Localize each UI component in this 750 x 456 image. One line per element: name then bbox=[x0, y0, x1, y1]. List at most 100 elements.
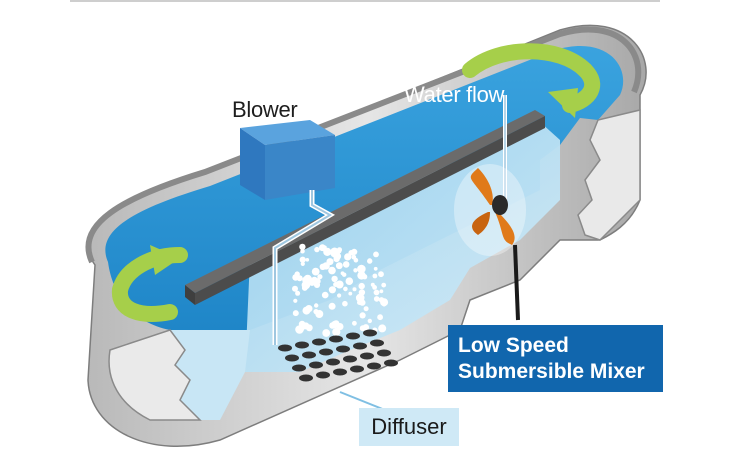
water-surface bbox=[105, 46, 624, 331]
air-bubble bbox=[322, 245, 327, 250]
air-bubble bbox=[335, 262, 343, 270]
air-bubble bbox=[314, 246, 320, 253]
diffuser-disc bbox=[377, 349, 391, 357]
air-bubble bbox=[357, 264, 366, 274]
diffuser-disc bbox=[353, 342, 367, 350]
air-bubble bbox=[373, 266, 378, 271]
air-bubble bbox=[373, 296, 380, 302]
water-flow-label: Water flow bbox=[404, 82, 505, 107]
air-bubble bbox=[299, 243, 306, 251]
air-bubble bbox=[328, 266, 336, 275]
diffuser-disc bbox=[319, 348, 333, 356]
air-bubble bbox=[357, 271, 366, 280]
diffuser-disc bbox=[302, 351, 316, 359]
diffuser-grid-icon bbox=[278, 329, 398, 382]
diffuser-disc bbox=[370, 339, 384, 347]
air-bubble bbox=[353, 268, 358, 273]
air-bubble bbox=[296, 275, 303, 282]
air-bubble bbox=[328, 286, 336, 294]
air-bubble bbox=[378, 324, 387, 333]
diffuser-disc bbox=[363, 329, 377, 337]
air-bubble bbox=[373, 251, 379, 258]
diffuser-pointer bbox=[339, 391, 386, 411]
air-bubble bbox=[378, 297, 385, 303]
air-bubble bbox=[348, 291, 353, 296]
diffuser-label: Diffuser bbox=[359, 408, 459, 446]
air-bubble bbox=[342, 300, 348, 307]
air-bubble bbox=[319, 263, 326, 270]
air-bubble bbox=[313, 309, 319, 315]
diffuser-disc bbox=[278, 344, 292, 352]
air-bubble bbox=[333, 256, 340, 263]
air-bubble bbox=[330, 247, 339, 257]
air-bubbles-icon bbox=[292, 243, 389, 337]
air-bubble bbox=[302, 306, 311, 315]
diffuser-disc bbox=[316, 371, 330, 379]
air-bubble bbox=[300, 248, 305, 254]
diffuser-disc bbox=[312, 338, 326, 346]
air-bubble bbox=[367, 318, 372, 324]
air-pipe bbox=[272, 190, 335, 345]
blower-box-icon bbox=[240, 120, 335, 200]
blower-label: Blower bbox=[232, 97, 298, 122]
air-bubble bbox=[342, 261, 350, 268]
air-bubble bbox=[292, 310, 299, 317]
diffuser-disc bbox=[384, 359, 398, 367]
air-bubble bbox=[301, 285, 308, 291]
air-bubble bbox=[300, 261, 305, 266]
air-bubble bbox=[381, 302, 387, 307]
diffuser-disc bbox=[346, 332, 360, 340]
air-bubble bbox=[358, 289, 366, 296]
diffuser-disc bbox=[292, 364, 306, 372]
air-bubble bbox=[372, 273, 378, 279]
air-bubble bbox=[381, 282, 387, 288]
diffuser-disc bbox=[299, 374, 313, 382]
diffuser-disc bbox=[309, 361, 323, 369]
air-bubble bbox=[328, 302, 336, 310]
air-bubble bbox=[293, 298, 298, 303]
air-bubble bbox=[323, 247, 332, 256]
air-bubble bbox=[352, 287, 357, 292]
mixer-label-line2: Submersible Mixer bbox=[458, 359, 645, 383]
air-bubble bbox=[370, 282, 375, 287]
air-bubble bbox=[335, 280, 344, 289]
air-bubble bbox=[295, 290, 301, 296]
diffuser-disc bbox=[329, 335, 343, 343]
diffuser-disc bbox=[343, 355, 357, 363]
air-bubble bbox=[331, 275, 338, 283]
air-bubble bbox=[347, 277, 352, 282]
air-bubble bbox=[344, 253, 352, 261]
mixer-label: Low Speed Submersible Mixer bbox=[448, 325, 663, 392]
air-bubble bbox=[367, 258, 373, 264]
diffuser-disc bbox=[367, 362, 381, 370]
air-bubble bbox=[332, 327, 341, 337]
air-bubble bbox=[299, 256, 306, 263]
air-bubble bbox=[311, 267, 320, 276]
air-bubble bbox=[305, 324, 313, 332]
air-bubble bbox=[292, 285, 298, 292]
mixer-propeller-icon bbox=[454, 164, 526, 321]
air-bubble bbox=[337, 293, 342, 298]
air-bubble bbox=[322, 329, 331, 337]
air-bubble bbox=[303, 274, 312, 284]
air-bubble bbox=[379, 289, 384, 294]
diffuser-disc bbox=[360, 352, 374, 360]
air-bubble bbox=[377, 314, 383, 321]
air-bubble bbox=[314, 303, 319, 308]
flow-arrow-icon bbox=[111, 43, 601, 322]
diffuser-label-text: Diffuser bbox=[371, 414, 447, 439]
diffuser-disc bbox=[333, 368, 347, 376]
air-bubble bbox=[329, 322, 336, 329]
air-bubble bbox=[359, 312, 366, 319]
air-bubble bbox=[340, 271, 345, 276]
air-bubble bbox=[358, 282, 365, 290]
diffuser-disc bbox=[295, 341, 309, 349]
diffuser-disc bbox=[326, 358, 340, 366]
air-bubble bbox=[313, 278, 317, 282]
air-bubble bbox=[305, 258, 310, 262]
air-bubble bbox=[359, 325, 366, 332]
diffuser-disc bbox=[350, 365, 364, 373]
mixer-label-line1: Low Speed bbox=[458, 333, 569, 357]
